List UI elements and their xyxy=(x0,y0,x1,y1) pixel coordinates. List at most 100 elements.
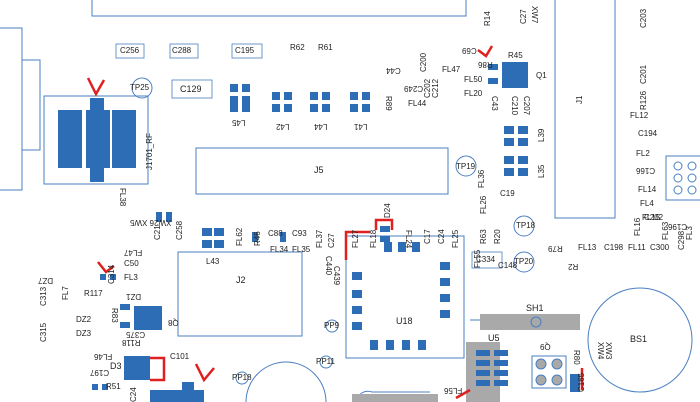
label-pp18: PP18 xyxy=(232,373,252,382)
label-xw4: XW4 xyxy=(596,342,605,360)
u5-pads xyxy=(476,350,508,386)
label-c207: C207 xyxy=(522,96,531,116)
label-fl12: FL12 xyxy=(630,111,649,120)
label-c24b: C24 xyxy=(129,387,138,402)
label-c200: C200 xyxy=(419,52,428,72)
label-xw3: XW3 xyxy=(604,342,613,360)
label-fl13: FL13 xyxy=(578,243,597,252)
label-fl15: FL15 xyxy=(642,213,661,222)
label-fl34: FL34 xyxy=(270,245,289,254)
connector-j5-outline xyxy=(195,147,449,195)
red-marker-d3 xyxy=(150,356,166,382)
l43-pads xyxy=(202,228,224,248)
label-c313: C313 xyxy=(39,286,48,306)
c165-pad xyxy=(570,374,580,392)
connector-j2-outline xyxy=(177,251,303,337)
label-j2: J2 xyxy=(236,275,246,285)
label-fl16: FL16 xyxy=(633,217,642,236)
red-marker-q1 xyxy=(477,45,494,58)
red-marker-d24 xyxy=(374,218,394,230)
label-r117: R117 xyxy=(84,289,103,298)
label-fl3: FL3 xyxy=(124,273,138,282)
label-u18: U18 xyxy=(396,316,413,326)
label-c93: C93 xyxy=(292,229,307,238)
label-c27: C27 xyxy=(519,9,528,24)
red-marker-rf xyxy=(86,77,106,97)
label-r2: R2 xyxy=(568,262,579,271)
label-c288: C288 xyxy=(172,46,192,55)
l35-pads xyxy=(504,156,528,176)
c334-box xyxy=(471,251,503,269)
label-fl38: FL38 xyxy=(118,188,127,207)
right-connector-outline xyxy=(665,155,700,201)
u18-outline xyxy=(345,235,465,359)
tp25-circle xyxy=(131,77,153,99)
label-fl25: FL25 xyxy=(451,229,460,248)
label-l44: L44 xyxy=(314,122,328,131)
small-smd-pads xyxy=(92,212,286,390)
label-c249: C249 xyxy=(404,84,424,93)
label-tp19: TP19 xyxy=(456,162,476,171)
label-c50: C50 xyxy=(124,259,139,268)
left-edge-notch xyxy=(22,59,41,151)
c288-box xyxy=(169,43,199,59)
q8-pad xyxy=(134,306,162,330)
label-fl27: FL27 xyxy=(351,229,360,248)
label-j1: J1 xyxy=(575,95,584,104)
connector-j1-outline xyxy=(554,0,616,219)
label-c202b: C202 xyxy=(644,213,664,222)
l42-pads xyxy=(272,92,292,112)
label-c101: C101 xyxy=(170,352,190,361)
label-c148: C148 xyxy=(498,261,518,270)
label-r46: R46 xyxy=(253,231,262,246)
label-u5: U5 xyxy=(488,333,500,343)
label-r62: R62 xyxy=(290,43,305,52)
l44-pads xyxy=(310,92,330,112)
d24-pad-2 xyxy=(380,236,390,242)
label-r126: R126 xyxy=(639,90,648,110)
label-fl44: FL44 xyxy=(408,99,427,108)
q9-pin-4 xyxy=(551,374,563,386)
red-marker-u18 xyxy=(344,230,370,260)
tp19-circle xyxy=(455,155,477,177)
label-l41: L41 xyxy=(354,122,368,131)
label-c21: C21 xyxy=(153,225,162,240)
label-c212: C212 xyxy=(431,78,440,98)
q1-pad-small-1 xyxy=(488,64,498,70)
label-c314: C314 xyxy=(107,264,116,284)
label-q8: Q8 xyxy=(168,318,179,327)
label-dz7: DZ7 xyxy=(38,276,54,285)
q9-pin-2 xyxy=(551,358,563,370)
label-c166: C166 xyxy=(636,166,656,175)
label-c258: C258 xyxy=(175,220,184,240)
label-sh1: SH1 xyxy=(526,303,544,313)
label-c88: C88 xyxy=(268,229,283,238)
bottom-arc-left xyxy=(245,361,327,402)
label-c27b: C27 xyxy=(327,233,336,248)
label-d3: D3 xyxy=(110,361,122,371)
label-c334: C334 xyxy=(476,255,496,264)
label-fl7: FL7 xyxy=(61,286,70,300)
label-c315: C315 xyxy=(39,322,48,342)
label-r51: R51 xyxy=(106,382,121,391)
label-l45: L45 xyxy=(232,118,246,127)
c256-box xyxy=(115,43,145,59)
c129-box xyxy=(171,79,213,99)
d24-pad-1 xyxy=(380,226,390,232)
label-l39: L39 xyxy=(537,128,546,142)
label-c44: C44 xyxy=(386,66,401,75)
label-fl20: FL20 xyxy=(464,89,483,98)
label-pp9: PP9 xyxy=(324,321,340,330)
label-r79: R79 xyxy=(548,244,563,253)
tp20-circle xyxy=(513,251,535,273)
pp18-circle xyxy=(235,371,249,385)
red-marker-q8 xyxy=(97,261,115,274)
q8-pad-small-2 xyxy=(120,322,130,328)
label-c300: C300 xyxy=(650,243,670,252)
q1-pad-small-2 xyxy=(488,78,498,84)
label-r89: R89 xyxy=(384,96,393,111)
label-r45: R45 xyxy=(508,51,523,60)
label-fl55: FL55 xyxy=(473,249,482,268)
label-dz2: DZ2 xyxy=(76,315,92,324)
tp18-circle xyxy=(513,215,535,237)
